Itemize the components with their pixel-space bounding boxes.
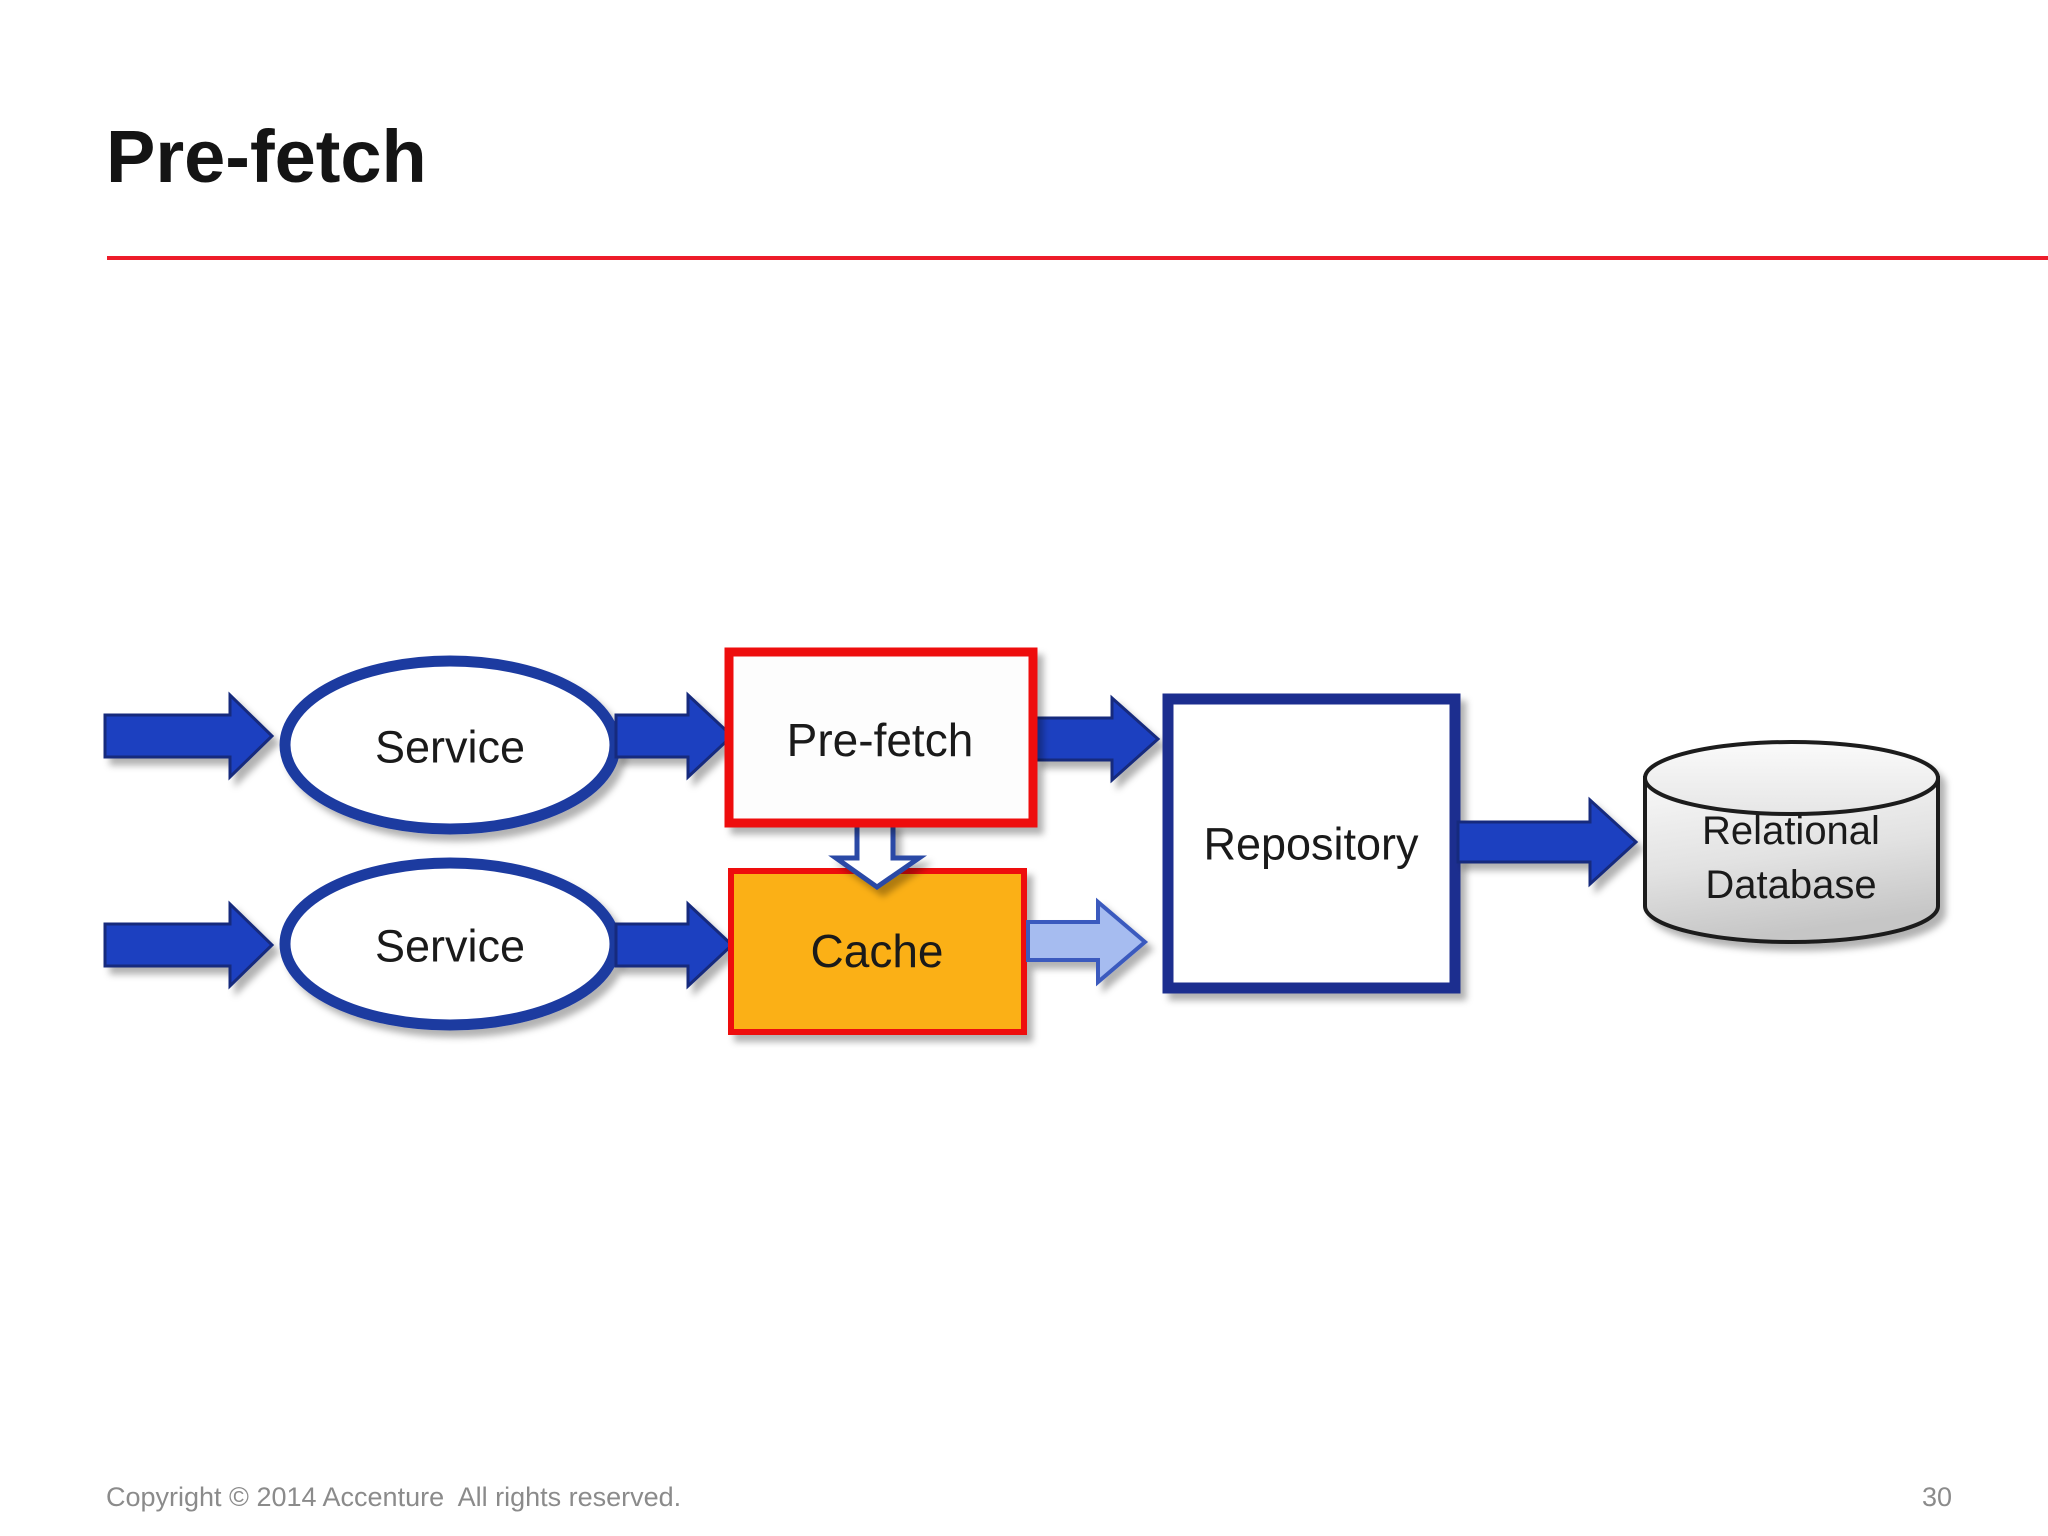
arrow-repository-to-database [1456,796,1639,888]
arrow-into-service-top [103,691,275,781]
cache-label: Cache [811,925,944,977]
arrow-prefetch-to-repository [1034,694,1161,784]
prefetch-node [724,647,1038,828]
service-top-label: Service [375,722,525,773]
arrow-service-bottom-to-cache [614,900,735,990]
copyright-footer: Copyright © 2014 Accenture All rights re… [106,1482,682,1512]
arrow-cache-to-repository [1026,897,1149,987]
cache-node [728,868,1027,1035]
page-number: 30 [1921,1482,1952,1512]
database-node [1643,740,1940,944]
prefetch-label: Pre-fetch [787,714,974,766]
title-divider-line [107,256,2048,260]
repository-label: Repository [1203,819,1419,870]
arrow-prefetch-to-cache-down [828,821,928,891]
database-label-line2: Database [1705,863,1876,907]
arrow-into-service-bottom [103,900,275,990]
repository-node [1162,693,1461,994]
arrow-service-top-to-prefetch [614,691,735,781]
slide-title: Pre-fetch [106,115,427,198]
database-label-line1: Relational [1702,809,1880,853]
service-bottom-label: Service [375,921,525,972]
